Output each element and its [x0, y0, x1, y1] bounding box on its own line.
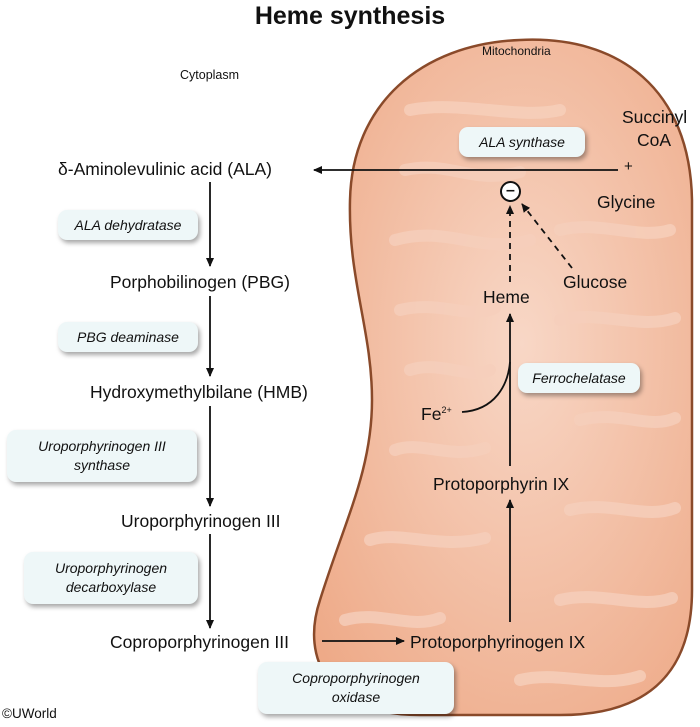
coa-label: CoA: [637, 130, 672, 150]
glucose-label: Glucose: [563, 272, 628, 292]
enzyme-pbg-deaminase: PBG deaminase: [58, 322, 198, 352]
copyright-label: ©UWorld: [2, 706, 57, 721]
enzyme-ferrochelatase: Ferrochelatase: [518, 363, 640, 393]
protoporphyrin-label: Protoporphyrin IX: [433, 474, 570, 494]
plus-sign: +: [624, 158, 633, 175]
hmb-label: Hydroxymethylbilane (HMB): [90, 382, 308, 402]
inhibition-minus-icon: –: [500, 181, 521, 202]
fe-label: Fe2+: [421, 404, 452, 424]
coproporphyrinogen-label: Coproporphyrinogen III: [110, 632, 289, 652]
protoporphyrinogen-label: Protoporphyrinogen IX: [410, 632, 586, 652]
mitochondria-label: Mitochondria: [482, 44, 551, 58]
ala-label: δ-Aminolevulinic acid (ALA): [58, 159, 272, 179]
glucose-inhibition-arrow: [521, 203, 573, 269]
succinyl-label: Succinyl: [622, 107, 688, 127]
fe-incorporation-curve: [461, 361, 511, 413]
diagram-title: Heme synthesis: [254, 2, 446, 30]
glycine-label: Glycine: [597, 192, 656, 212]
mitochondrial-cristae: [339, 101, 681, 688]
pbg-label: Porphobilinogen (PBG): [110, 272, 290, 292]
mitochondrion-membrane: [312, 38, 694, 717]
cytoplasm-label: Cytoplasm: [180, 68, 240, 82]
heme-label: Heme: [483, 287, 530, 307]
uroporphyrinogen-label: Uroporphyrinogen III: [121, 511, 281, 531]
enzyme-ala-synthase: ALA synthase: [459, 127, 585, 157]
enzyme-ala-dehydratase: ALA dehydratase: [58, 210, 198, 240]
